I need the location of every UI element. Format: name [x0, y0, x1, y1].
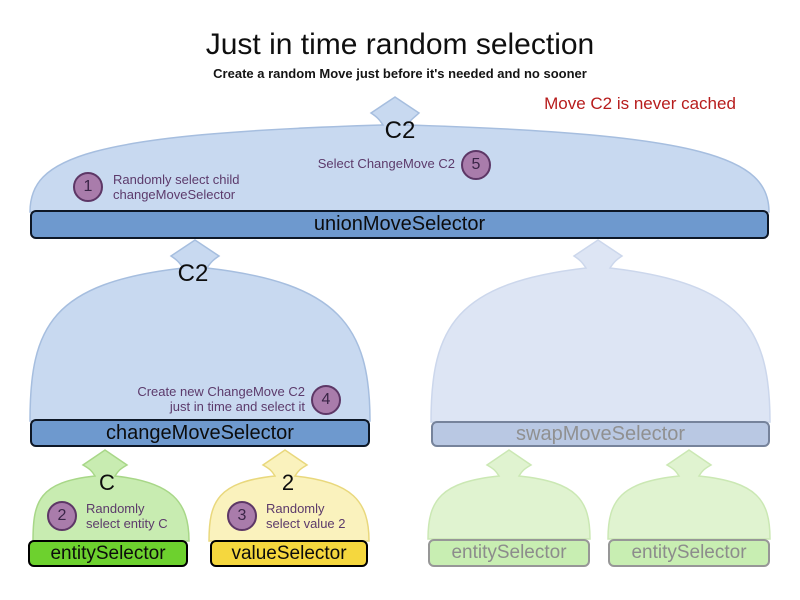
swap-move-selector-bar: swapMoveSelector	[431, 421, 770, 447]
step-2-badge: 2	[47, 501, 77, 531]
never-cached-annotation: Move C2 is never cached	[544, 94, 736, 113]
page-title: Just in time random selection	[205, 28, 595, 61]
step-4-badge: 4	[311, 385, 341, 415]
step-3-number: 3	[237, 507, 247, 524]
step-3-text: Randomly select value 2	[266, 501, 346, 531]
step-4-number: 4	[321, 391, 331, 408]
step-2-line-1: Randomly	[86, 501, 145, 516]
change-dome-arrow	[29, 239, 371, 422]
step-5-line-1: Select ChangeMove C2	[317, 156, 455, 171]
union-move-selector-bar: unionMoveSelector	[30, 210, 769, 239]
step-3-line-1: Randomly	[266, 501, 325, 516]
entity-faded-left-dome-arrow	[427, 449, 591, 540]
entity-selector-label: entitySelector	[50, 542, 166, 564]
entity-selector-faded-right-label: entitySelector	[631, 542, 747, 563]
entity-selector-bar: entitySelector	[28, 540, 188, 567]
step-1-badge: 1	[73, 172, 103, 202]
step-3-line-2: select value 2	[266, 516, 346, 531]
change-move-selector-label: changeMoveSelector	[106, 421, 294, 444]
step-1-text: Randomly select child changeMoveSelector	[113, 172, 239, 202]
step-1-line-2: changeMoveSelector	[113, 187, 236, 202]
step-4-line-1: Create new ChangeMove C2	[137, 384, 305, 399]
page-subtitle: Create a random Move just before it's ne…	[213, 66, 587, 81]
step-2-number: 2	[57, 507, 67, 524]
entity-selector-faded-right-bar: entitySelector	[608, 539, 770, 567]
union-move-selector-label: unionMoveSelector	[313, 213, 486, 235]
value-selector-label: valueSelector	[231, 542, 347, 564]
step-5-text: Select ChangeMove C2	[255, 156, 455, 171]
swap-move-selector-label: swapMoveSelector	[516, 422, 685, 445]
step-1-line-1: Randomly select child	[113, 172, 240, 187]
step-5-number: 5	[471, 156, 481, 173]
step-4-text: Create new ChangeMove C2 just in time an…	[123, 384, 305, 414]
step-5-badge: 5	[461, 150, 491, 180]
entity-selector-faded-left-label: entitySelector	[451, 542, 567, 563]
swap-dome-arrow-faded	[430, 239, 771, 423]
entity-faded-right-dome-arrow	[607, 449, 771, 540]
step-2-line-2: select entity C	[86, 516, 168, 531]
step-2-text: Randomly select entity C	[86, 501, 168, 531]
union-dome-arrow	[29, 96, 770, 213]
step-1-number: 1	[83, 178, 93, 195]
change-move-selector-bar: changeMoveSelector	[30, 419, 370, 447]
union-output-label: C2	[384, 117, 416, 144]
entity-selector-faded-left-bar: entitySelector	[428, 539, 590, 567]
entity-output-label: C	[99, 470, 115, 495]
value-selector-bar: valueSelector	[210, 540, 368, 567]
value-output-label: 2	[281, 470, 295, 495]
step-4-line-2: just in time and select it	[169, 399, 305, 414]
step-3-badge: 3	[227, 501, 257, 531]
change-output-label: C2	[177, 260, 209, 287]
